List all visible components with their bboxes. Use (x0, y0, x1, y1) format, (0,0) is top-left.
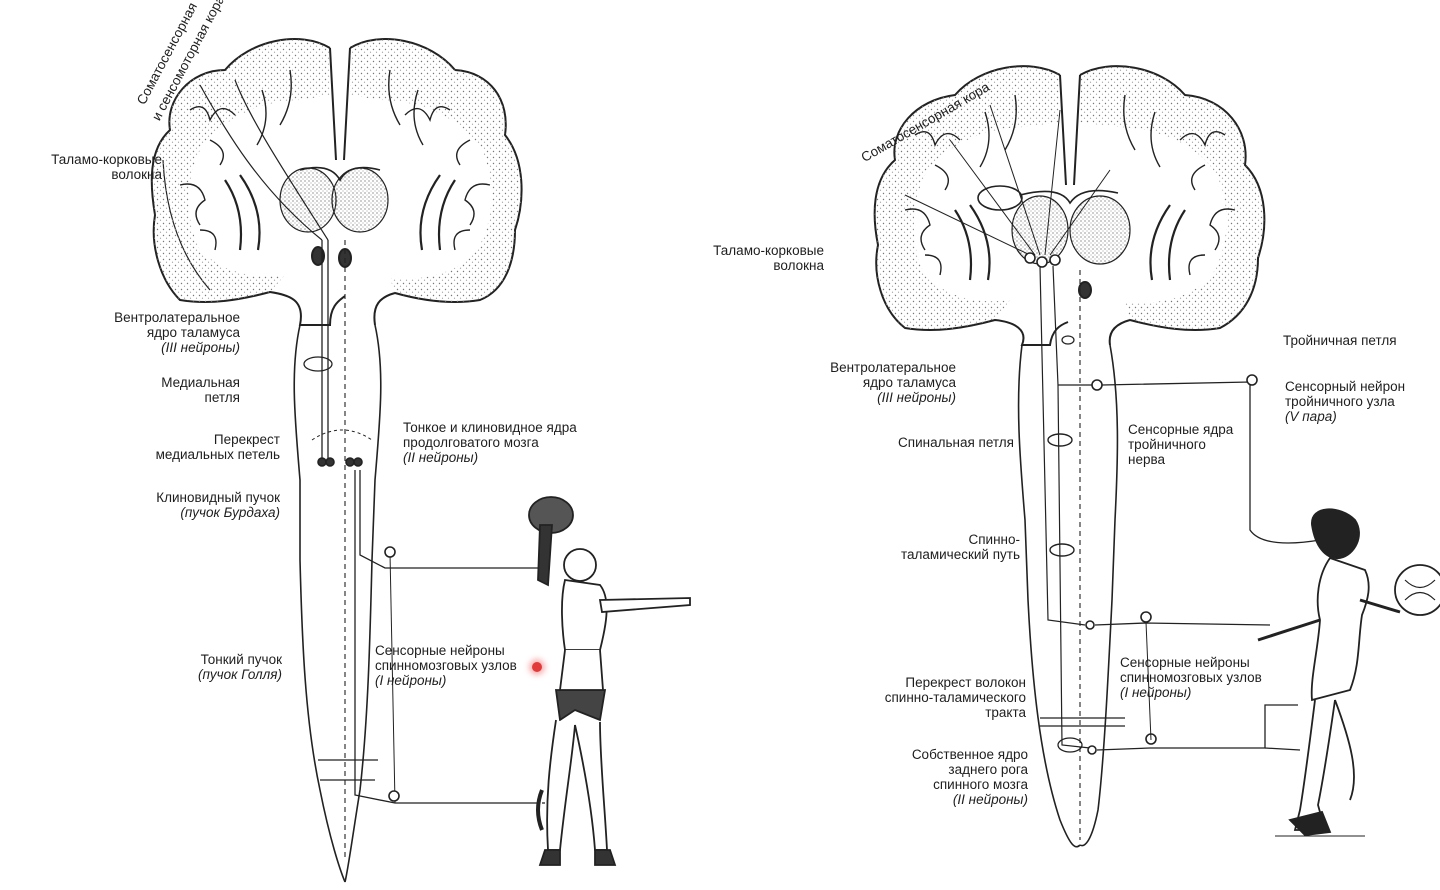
left-brain (150, 38, 523, 326)
left-spinal-cord (199, 79, 545, 883)
gymnast-figure (1257, 508, 1440, 837)
right-trigeminal-lemniscus-label: Тройничная петля (1283, 333, 1397, 348)
athlete-figure (528, 496, 691, 866)
right-brain (873, 65, 1266, 346)
red-marker-dot (532, 662, 542, 672)
right-spinothalamic-label: Спинно-таламический путь (900, 532, 1020, 562)
right-spinal-lemniscus-label: Спинальная петля (898, 435, 1014, 450)
left-gracile-fasciculus-label: Тонкий пучок(пучок Голля) (197, 652, 282, 682)
left-cuneate-fasciculus-label: Клиновидный пучок(пучок Бурдаха) (156, 490, 280, 520)
right-spinal-cord (1017, 252, 1321, 848)
